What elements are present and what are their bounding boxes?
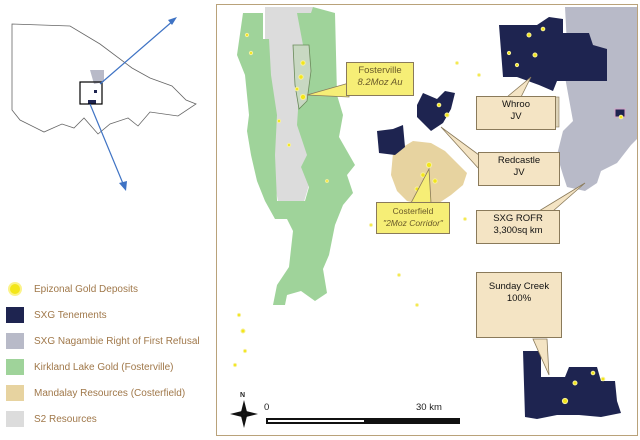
north-label: N [240,392,246,399]
legend-label: Kirkland Lake Gold (Fosterville) [34,361,174,373]
rofr-callout-pointer [537,182,586,212]
legend-item-gold: Epizonal Gold Deposits [6,276,211,302]
rofr-subtitle: 3,300sq km [493,225,543,236]
inset-pointer-line-bottom [89,103,125,187]
inset-pointer-arrow-bottom [119,181,127,191]
gold-deposit-icon [6,280,24,298]
sunday-creek-callout: Sunday Creek 100% [476,272,562,338]
redcastle-callout: Redcastle JV [478,152,560,186]
kirkland-swatch [6,359,24,375]
legend-item-kirkland: Kirkland Lake Gold (Fosterville) [6,354,211,380]
inset-pointer-arrow-top [168,17,177,25]
rofr-swatch [6,333,24,349]
legend-label: Mandalay Resources (Costerfield) [34,387,186,399]
s2-swatch [6,411,24,427]
scale-bar: 0 30 km [264,402,460,428]
sxg-tenement-whroo [499,17,607,91]
state-inset-map [11,17,197,191]
sxg-tenement-redcastle-west [377,125,405,155]
sxg-swatch [6,307,24,323]
map-canvas [232,7,637,419]
scale-start-label: 0 [264,402,270,413]
sunday-creek-subtitle: 100% [506,293,532,304]
legend-item-rofr: SXG Nagambie Right of First Refusal [6,328,211,354]
kirkland-lake-area [237,7,355,305]
legend-item-s2: S2 Resources [6,406,211,432]
costerfield-callout: Costerfield "2Moz Corridor" [376,202,450,234]
fosterville-title: Fosterville [358,65,402,76]
legend-label: S2 Resources [34,413,97,425]
sunday-creek-callout-pointer [532,338,550,376]
map-legend: Epizonal Gold Deposits SXG Tenements SXG… [6,276,211,432]
legend-label: SXG Tenements [34,309,107,321]
sxg-tenement-sunday-creek [523,351,621,419]
sunday-creek-title: Sunday Creek [488,281,550,292]
rofr-callout: SXG ROFR 3,300sq km [476,210,560,244]
fosterville-callout: Fosterville 8.2Moz Au [346,62,414,96]
sxg-tenement-redcastle-north [417,91,455,131]
inset-tenement-mark [88,100,96,104]
redcastle-subtitle: JV [513,167,525,178]
inset-pointer-line-top [99,19,175,85]
scale-end-label: 30 km [416,402,442,413]
redcastle-title: Redcastle [497,155,541,166]
legend-item-mandalay: Mandalay Resources (Costerfield) [6,380,211,406]
rofr-title: SXG ROFR [493,213,543,224]
inset-area-box [79,81,103,105]
fosterville-subtitle: 8.2Moz Au [357,77,403,88]
whroo-subtitle: JV [510,111,522,122]
costerfield-subtitle: "2Moz Corridor" [383,218,443,228]
north-arrow-icon: N [230,392,258,428]
gold-deposits [232,26,624,405]
whroo-callout-pointer [505,76,532,98]
legend-label: SXG Nagambie Right of First Refusal [34,335,200,347]
legend-label: Epizonal Gold Deposits [34,283,138,295]
legend-item-sxg: SXG Tenements [6,302,211,328]
whroo-callout: Whroo JV [476,96,556,130]
inset-tenement-mark-2 [94,90,97,93]
mandalay-swatch [6,385,24,401]
costerfield-title: Costerfield [392,206,434,216]
inset-rofr-area [90,70,104,84]
whroo-title: Whroo [502,99,530,110]
